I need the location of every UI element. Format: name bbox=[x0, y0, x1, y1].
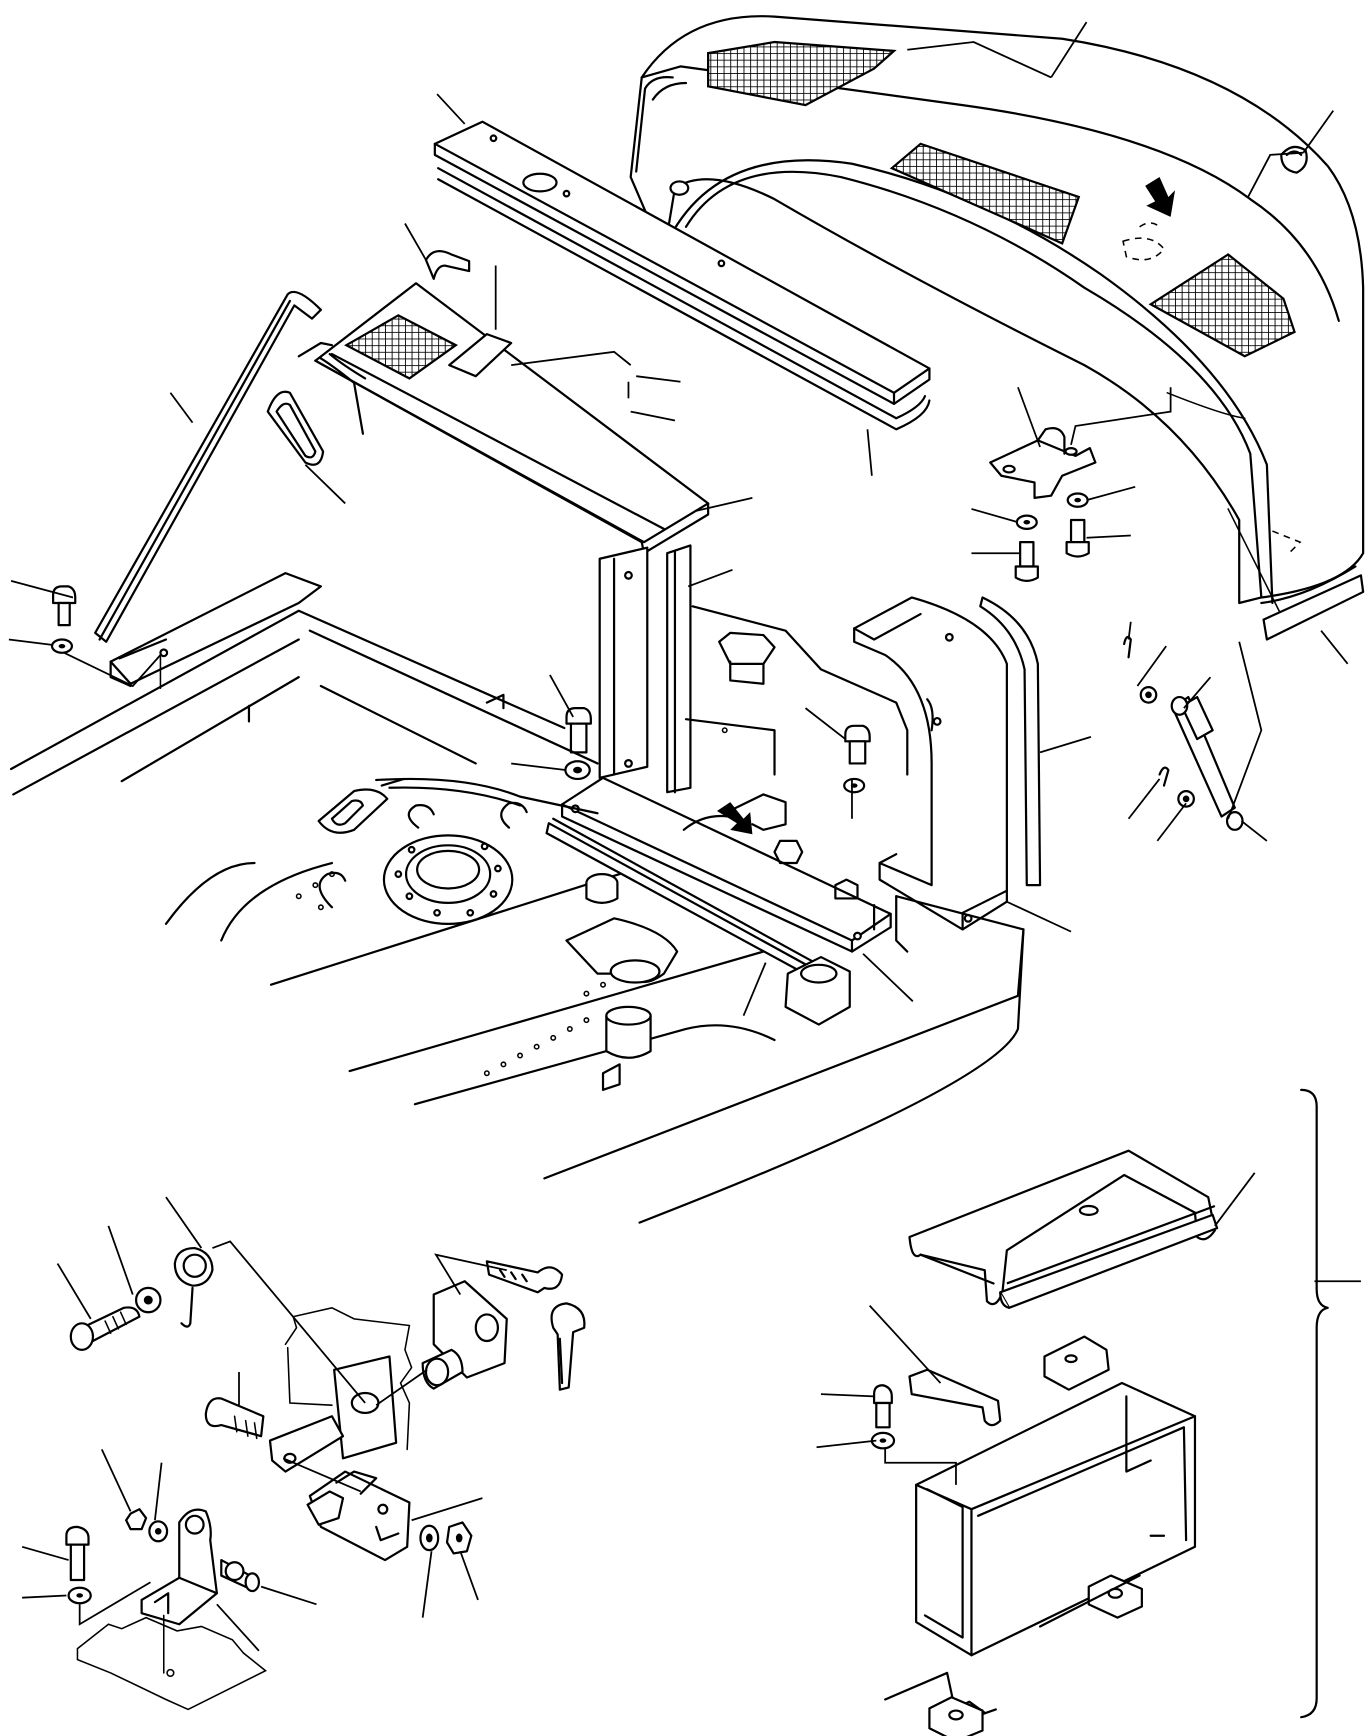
striker-bracket bbox=[125, 1508, 261, 1626]
floor-plate bbox=[545, 776, 892, 984]
radiator-grille bbox=[344, 314, 458, 380]
latch-plate bbox=[268, 1415, 411, 1562]
base-frame bbox=[9, 605, 1025, 1224]
reference-arrow-icon bbox=[1145, 177, 1176, 217]
frame-holes bbox=[295, 727, 728, 1077]
tool-box-assembly bbox=[870, 1088, 1329, 1736]
support-rod bbox=[94, 290, 322, 643]
side-cover bbox=[853, 596, 1042, 931]
bolt-center bbox=[564, 707, 592, 781]
hood-grille-right bbox=[1148, 253, 1296, 358]
bracket-bolt bbox=[65, 1525, 92, 1605]
upper-cover-plate bbox=[433, 120, 931, 431]
radiator-top-cover bbox=[297, 250, 710, 555]
hood-grille-center bbox=[889, 142, 1081, 245]
bolt-left bbox=[50, 585, 77, 654]
bolt-right bbox=[843, 724, 871, 794]
oval-seal bbox=[266, 390, 325, 466]
callout-leaders bbox=[8, 21, 1361, 1652]
hood-lock-assembly bbox=[65, 1246, 586, 1711]
center-flange bbox=[382, 834, 514, 925]
hinge-fasteners bbox=[1014, 492, 1090, 582]
lower-bracket-left bbox=[109, 572, 322, 689]
small-hose bbox=[424, 250, 471, 280]
lock-cylinder bbox=[421, 1280, 508, 1390]
hood-hinge bbox=[989, 427, 1097, 500]
hood-grille-left bbox=[707, 40, 897, 107]
rear-hood bbox=[629, 15, 1365, 641]
lock-bolt bbox=[69, 1246, 214, 1351]
latch-bolt bbox=[204, 1397, 265, 1440]
partition-panel bbox=[598, 544, 692, 794]
